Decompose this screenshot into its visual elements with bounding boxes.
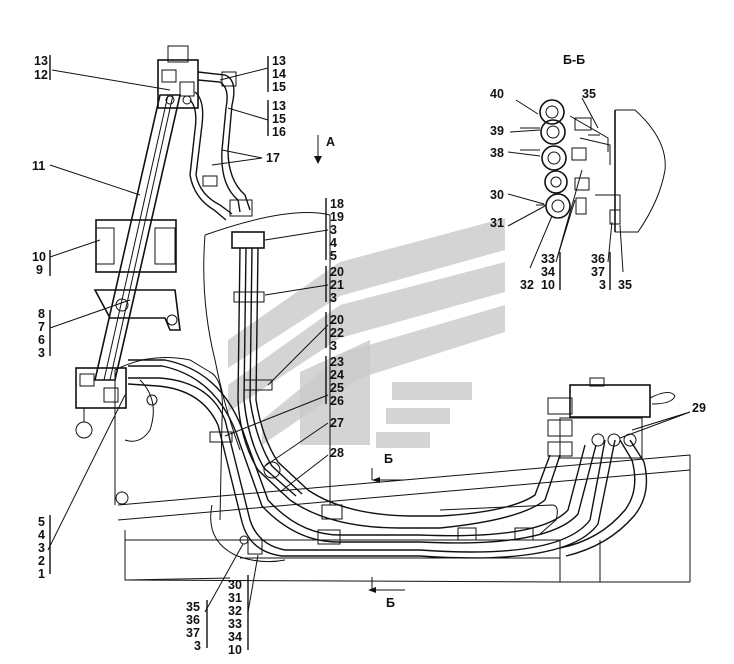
svg-text:3: 3 (330, 223, 337, 237)
callout-13-15-16: 13 15 16 (267, 99, 286, 139)
upper-clamp (231, 231, 265, 249)
machine-frame (114, 212, 691, 583)
svg-text:19: 19 (330, 210, 344, 224)
svg-text:3: 3 (38, 346, 45, 360)
lower-valve-block (75, 367, 127, 409)
svg-text:36: 36 (591, 252, 605, 266)
svg-text:6: 6 (38, 333, 45, 347)
callout-20-21-3: 20 21 3 (325, 265, 344, 305)
section-callout-35-top: 35 (582, 87, 596, 101)
callout-17: 17 (266, 151, 280, 165)
svg-text:14: 14 (272, 67, 286, 81)
section-callout-31: 31 (490, 216, 504, 230)
svg-text:13: 13 (272, 99, 286, 113)
main-hose-run (127, 359, 648, 559)
svg-text:4: 4 (330, 236, 337, 250)
svg-text:7: 7 (38, 320, 45, 334)
svg-text:33: 33 (541, 252, 555, 266)
svg-text:12: 12 (34, 68, 48, 82)
callout-28: 28 (330, 446, 344, 460)
svg-text:3: 3 (194, 639, 201, 653)
svg-text:20: 20 (330, 265, 344, 279)
svg-text:13: 13 (34, 54, 48, 68)
cut-b-bottom-label: Б (386, 596, 395, 610)
svg-text:31: 31 (228, 591, 242, 605)
callout-5-4-3-2-1: 5 4 3 2 1 (38, 515, 51, 581)
svg-text:33: 33 (228, 617, 242, 631)
upper-hoses (189, 71, 253, 221)
callout-27: 27 (330, 416, 344, 430)
view-markers: А Б Б Б-Б (314, 53, 585, 610)
callout-13-12: 13 12 (34, 54, 51, 82)
svg-text:10: 10 (541, 278, 555, 292)
view-a-label: А (326, 135, 335, 149)
svg-text:34: 34 (541, 265, 555, 279)
vertical-hose-bundle (209, 231, 309, 501)
cylinder-bracket (93, 289, 181, 331)
svg-text:26: 26 (330, 394, 344, 408)
callout-30-31-32-33-34-10: 30 31 32 33 34 10 (228, 575, 249, 657)
hose-clamp (321, 504, 343, 520)
svg-text:13: 13 (272, 54, 286, 68)
svg-text:21: 21 (330, 278, 344, 292)
section-callout-33-34-10: 33 34 10 (541, 252, 561, 292)
section-callout-39: 39 (490, 124, 504, 138)
svg-text:10: 10 (32, 250, 46, 264)
svg-text:3: 3 (330, 291, 337, 305)
section-callout-36-37-3: 36 37 3 (591, 252, 611, 292)
callout-20-22-3: 20 22 3 (325, 312, 344, 353)
svg-text:2: 2 (38, 554, 45, 568)
svg-text:37: 37 (591, 265, 605, 279)
cut-b-top-label: Б (384, 452, 393, 466)
svg-text:36: 36 (186, 613, 200, 627)
top-valve-block (157, 59, 199, 109)
callout-10-9: 10 9 (32, 250, 51, 277)
svg-text:35: 35 (186, 600, 200, 614)
svg-text:23: 23 (330, 355, 344, 369)
svg-text:32: 32 (228, 604, 242, 618)
svg-text:4: 4 (38, 528, 45, 542)
section-callout-38: 38 (490, 146, 504, 160)
svg-text:34: 34 (228, 630, 242, 644)
control-valve-block (547, 377, 676, 459)
leader-lines (47, 67, 691, 613)
svg-text:22: 22 (330, 326, 344, 340)
callout-29: 29 (692, 401, 706, 415)
svg-text:20: 20 (330, 313, 344, 327)
section-callout-40: 40 (490, 87, 504, 101)
section-callout-35-bottom: 35 (618, 278, 632, 292)
svg-text:10: 10 (228, 643, 242, 657)
svg-text:24: 24 (330, 368, 344, 382)
svg-text:18: 18 (330, 197, 344, 211)
svg-text:3: 3 (330, 339, 337, 353)
callout-8-7-6-3: 8 7 6 3 (38, 307, 51, 360)
callout-35-36-37-3: 35 36 37 3 (186, 600, 208, 653)
svg-text:9: 9 (36, 263, 43, 277)
svg-text:25: 25 (330, 381, 344, 395)
svg-text:15: 15 (272, 80, 286, 94)
svg-text:3: 3 (599, 278, 606, 292)
svg-text:5: 5 (330, 249, 337, 263)
section-callout-32: 32 (520, 278, 534, 292)
svg-text:30: 30 (228, 578, 242, 592)
svg-text:16: 16 (272, 125, 286, 139)
watermark-logo (228, 218, 505, 448)
callout-18-19-3-4-5: 18 19 3 4 5 (325, 197, 344, 263)
callout-23-24-25-26: 23 24 25 26 (325, 355, 344, 408)
hydraulic-cylinder (75, 45, 199, 439)
section-callout-30: 30 (490, 188, 504, 202)
middle-clamp (233, 291, 265, 303)
svg-text:5: 5 (38, 515, 45, 529)
svg-text:3: 3 (38, 541, 45, 555)
section-title: Б-Б (563, 53, 585, 67)
svg-text:15: 15 (272, 112, 286, 126)
svg-text:1: 1 (38, 567, 45, 581)
svg-text:37: 37 (186, 626, 200, 640)
section-detail (520, 99, 666, 233)
callout-11: 11 (32, 159, 45, 173)
svg-text:8: 8 (38, 307, 45, 321)
callout-13-14-15: 13 14 15 (267, 54, 286, 94)
